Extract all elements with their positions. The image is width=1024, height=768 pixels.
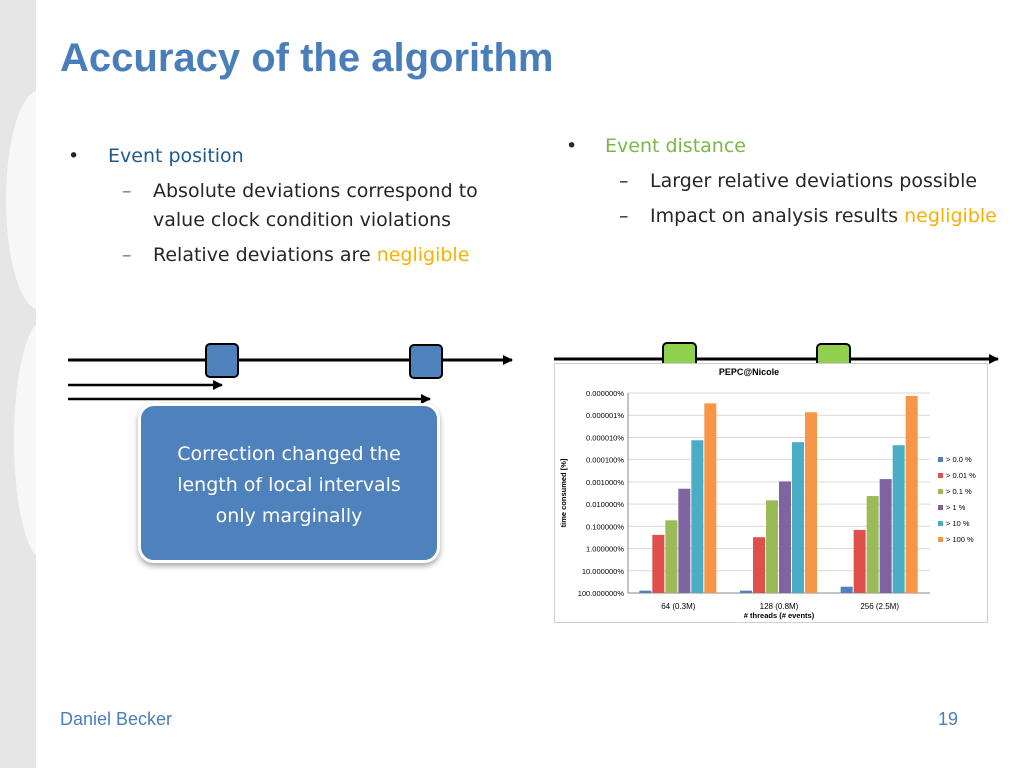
- footer-author: Daniel Becker: [60, 709, 173, 729]
- y-tick-label: 0.010000%: [586, 500, 624, 509]
- bar: [879, 479, 892, 593]
- y-tick-label: 0.000001%: [586, 411, 624, 420]
- legend-swatch: [938, 505, 943, 510]
- legend-label: > 0.01 %: [946, 471, 976, 480]
- bar: [866, 496, 879, 593]
- legend-label: > 0.0 %: [946, 455, 972, 464]
- bar: [779, 481, 791, 593]
- y-tick-label: 100.000000%: [578, 589, 625, 598]
- bar: [805, 412, 817, 593]
- x-tick-label: 128 (0.8M): [760, 602, 799, 611]
- event-box-2: [409, 344, 443, 379]
- bar: [905, 396, 918, 593]
- bar: [704, 403, 717, 593]
- left-sub-1-line-1: Absolute deviations correspond to: [153, 180, 478, 202]
- side-decoration-shape: [6, 90, 36, 556]
- legend-swatch: [938, 473, 943, 478]
- bar: [892, 445, 905, 593]
- x-axis-label: # threads (# events): [744, 611, 815, 620]
- x-tick-label: 256 (2.5M): [860, 602, 899, 611]
- y-tick-label: 0.000100%: [586, 456, 624, 465]
- bar: [665, 520, 678, 593]
- right-sub-2-text: Impact on analysis results: [650, 205, 905, 227]
- page-number: 19: [938, 709, 959, 729]
- right-negligible-highlight: negligible: [904, 205, 997, 227]
- y-tick-label: 1.000000%: [586, 545, 624, 554]
- y-tick-label: 0.001000%: [586, 478, 624, 487]
- bar: [691, 440, 704, 593]
- y-tick-label: 10.000000%: [582, 567, 624, 576]
- bar-chart: PEPC@Nicole 0.000000% 0.000001% 0.000010% 0.…: [559, 367, 976, 620]
- legend-swatch: [938, 521, 943, 526]
- right-bullet-dot: •: [566, 135, 578, 157]
- legend-label: > 1 %: [946, 503, 966, 512]
- right-sub-dash-1: –: [619, 170, 629, 192]
- side-decoration-strip: [0, 0, 36, 768]
- left-bullet-dot: •: [68, 145, 80, 167]
- callout-line-2: length of local intervals: [177, 474, 401, 496]
- bar: [766, 500, 778, 593]
- left-sub-2-text: Relative deviations are: [153, 244, 377, 266]
- slide-title: Accuracy of the algorithm: [60, 36, 554, 80]
- legend-label: > 100 %: [946, 535, 974, 544]
- x-tick-label: 64 (0.3M): [661, 602, 696, 611]
- bar: [840, 586, 853, 593]
- legend-label: > 0.1 %: [946, 487, 972, 496]
- right-sub-dash-2: –: [619, 205, 629, 227]
- callout-line-3: only marginally: [215, 505, 363, 527]
- legend-swatch: [938, 537, 943, 542]
- left-bullet-event-position: Event position: [108, 145, 244, 167]
- chart-title: PEPC@Nicole: [719, 367, 779, 377]
- bar: [678, 488, 691, 593]
- chart-container: PEPC@Nicole 0.000000% 0.000001% 0.000010% 0.…: [554, 363, 988, 623]
- left-sub-dash-1: –: [122, 180, 132, 202]
- left-sub-1-line-2: value clock condition violations: [153, 209, 452, 231]
- bar: [652, 534, 665, 593]
- left-negligible-highlight: negligible: [376, 244, 470, 266]
- right-sub-1: Larger relative deviations possible: [650, 170, 978, 192]
- y-tick-label: 0.100000%: [586, 522, 624, 531]
- bar: [740, 590, 752, 593]
- callout-box: Correction changed the length of local i…: [138, 403, 440, 563]
- y-tick-label: 0.000010%: [586, 433, 624, 442]
- bar: [792, 442, 804, 593]
- bar: [853, 529, 866, 593]
- callout-line-1: Correction changed the: [177, 443, 401, 465]
- legend-swatch: [938, 489, 943, 494]
- y-axis-label: time consumed [%]: [559, 458, 568, 527]
- bar: [639, 590, 652, 593]
- legend-swatch: [938, 457, 943, 462]
- bar: [753, 537, 765, 593]
- event-box-1: [205, 343, 239, 378]
- right-sub-2: Impact on analysis results negligible: [650, 205, 997, 227]
- y-tick-label: 0.000000%: [586, 389, 624, 398]
- left-sub-dash-2: –: [122, 244, 132, 266]
- legend-label: > 10 %: [946, 519, 970, 528]
- right-bullet-event-distance: Event distance: [605, 135, 746, 157]
- left-sub-2: Relative deviations are negligible: [153, 244, 469, 266]
